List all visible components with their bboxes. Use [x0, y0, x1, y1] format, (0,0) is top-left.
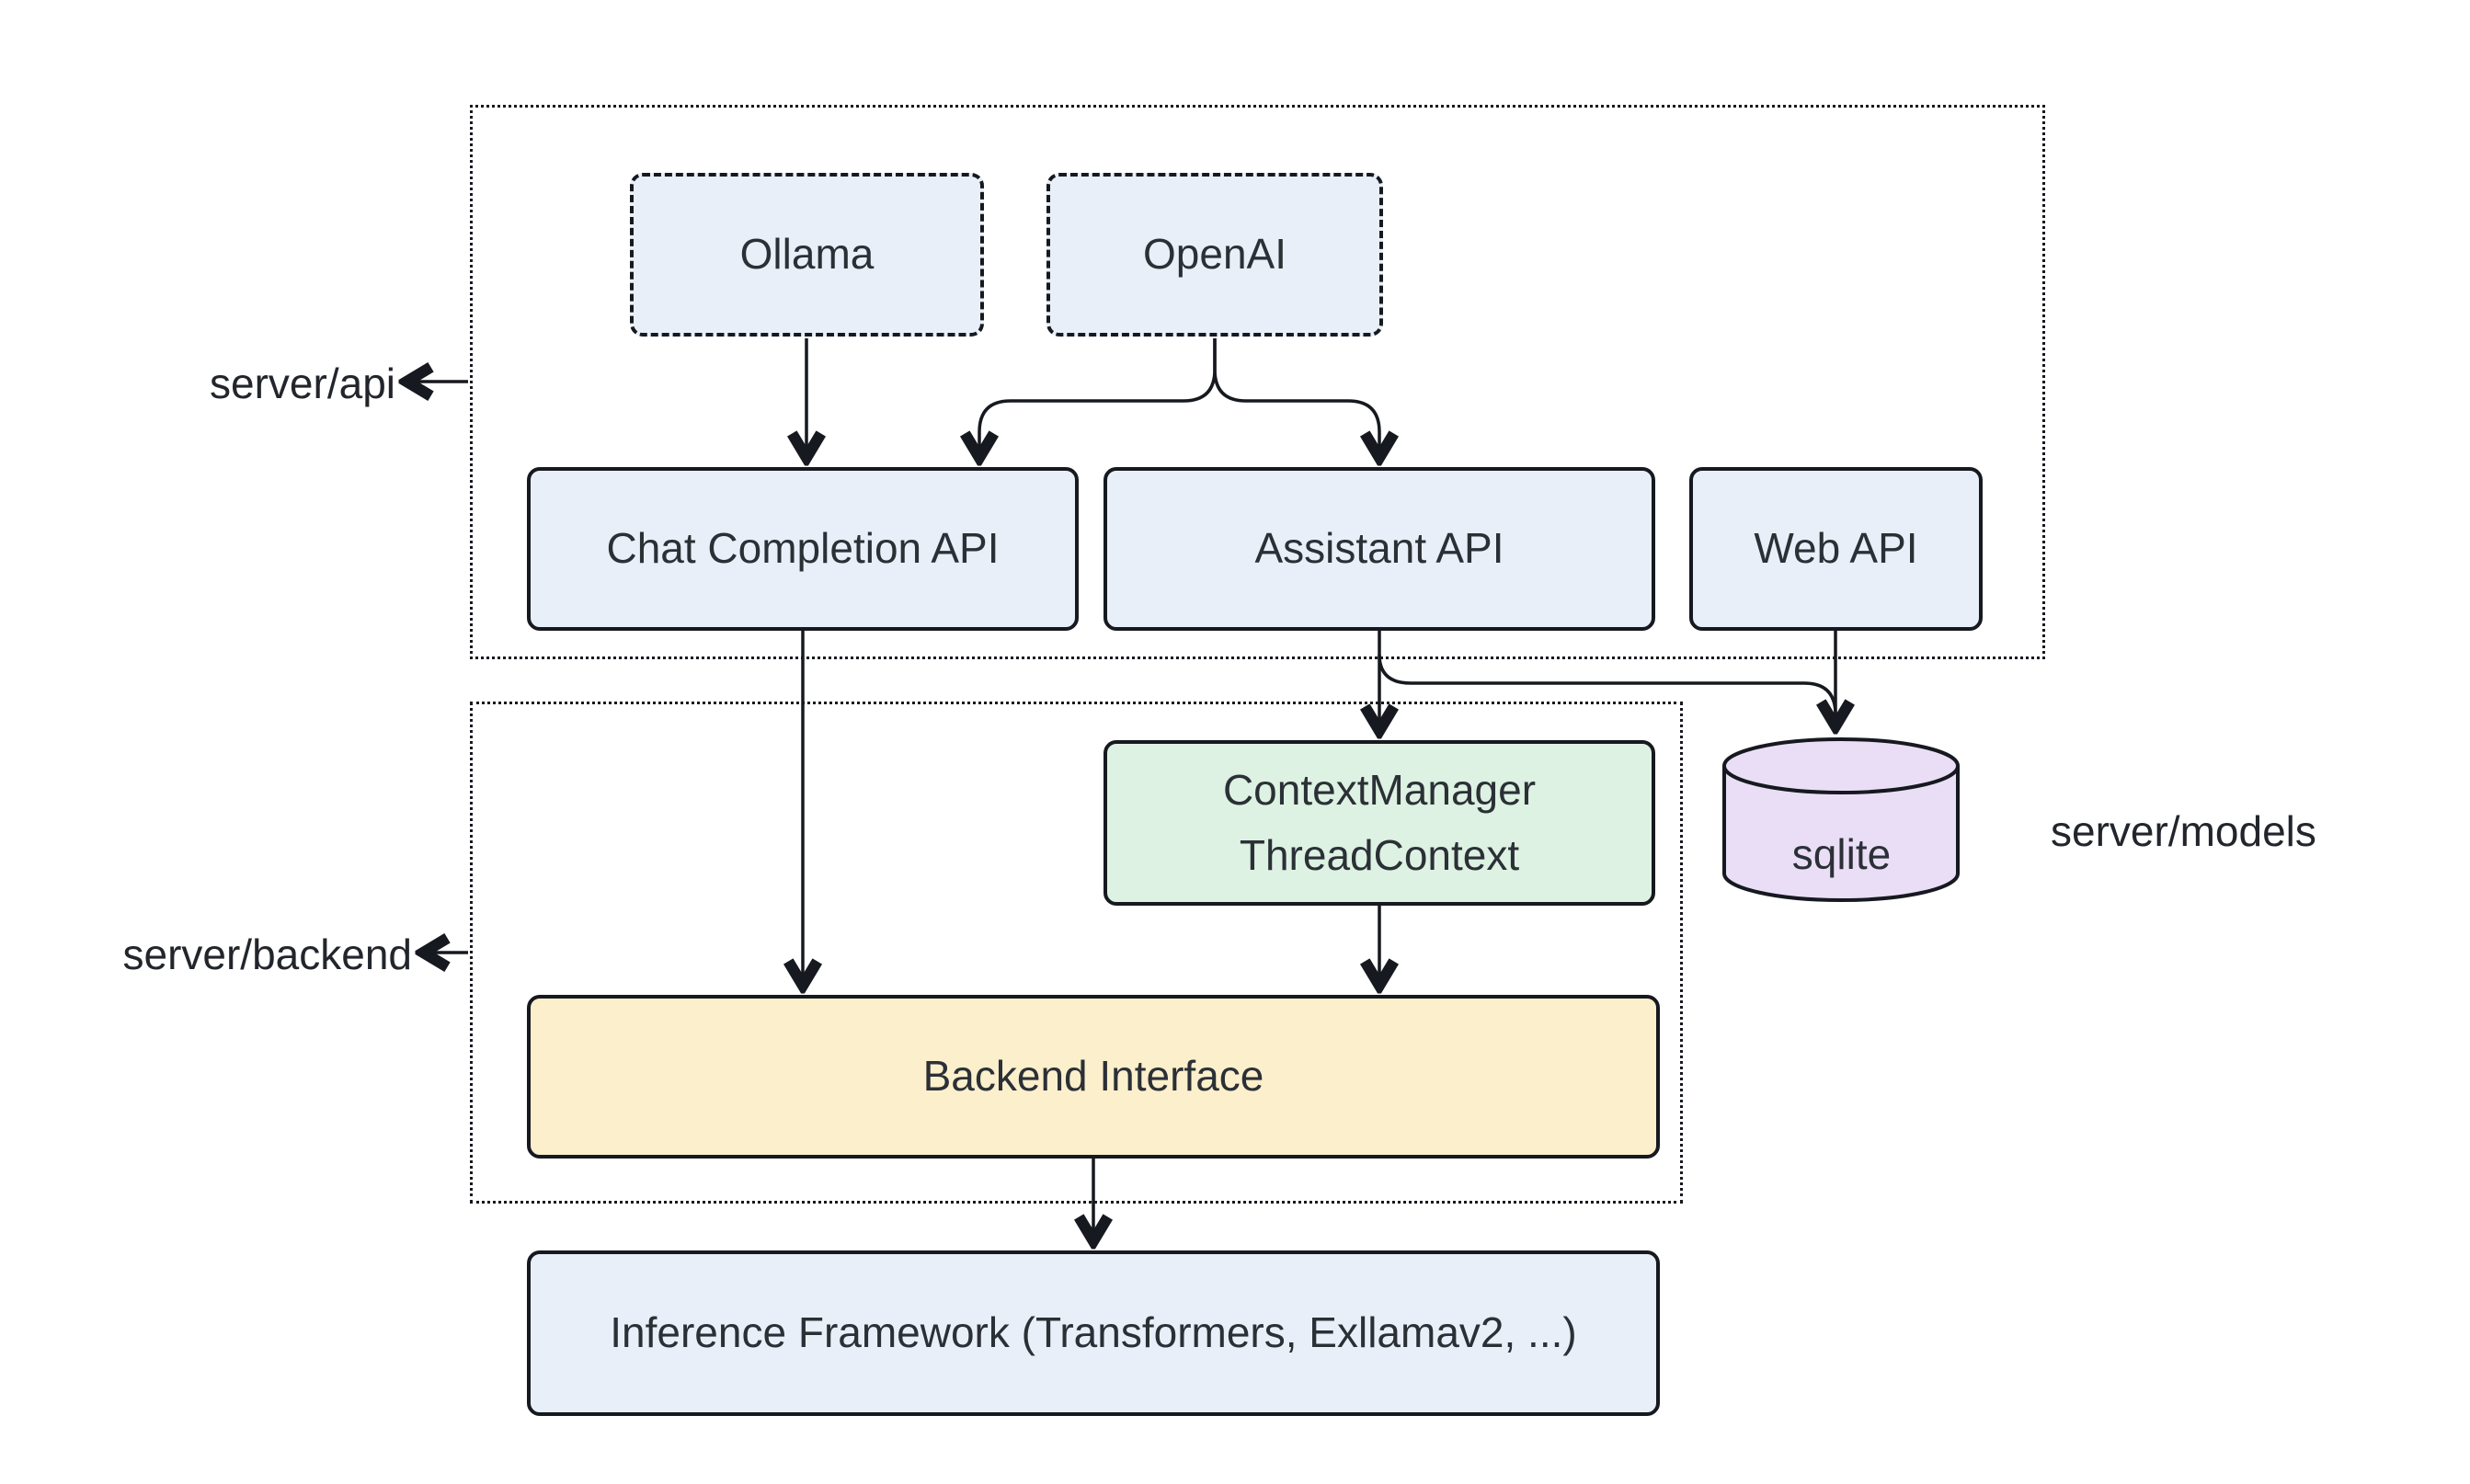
node-chat-completion-api: Chat Completion API — [527, 467, 1079, 631]
node-sqlite: sqlite — [1720, 736, 1963, 906]
database-cylinder-icon — [1722, 737, 1960, 902]
sqlite-label: sqlite — [1791, 829, 1892, 878]
server-api-container — [470, 105, 2045, 659]
server-models-label: server/models — [2051, 807, 2316, 855]
node-backend-interface: Backend Interface — [527, 995, 1660, 1159]
node-context-manager: ContextManager ThreadContext — [1103, 740, 1655, 906]
node-ollama: Ollama — [630, 173, 984, 337]
node-openai: OpenAI — [1046, 173, 1383, 337]
node-inference-framework: Inference Framework (Transformers, Exlla… — [527, 1250, 1660, 1416]
node-web-api: Web API — [1689, 467, 1983, 631]
node-assistant-api: Assistant API — [1103, 467, 1655, 631]
server-api-label: server/api — [210, 360, 395, 407]
server-backend-label: server/backend — [122, 930, 413, 978]
server-backend-container — [470, 702, 1683, 1204]
